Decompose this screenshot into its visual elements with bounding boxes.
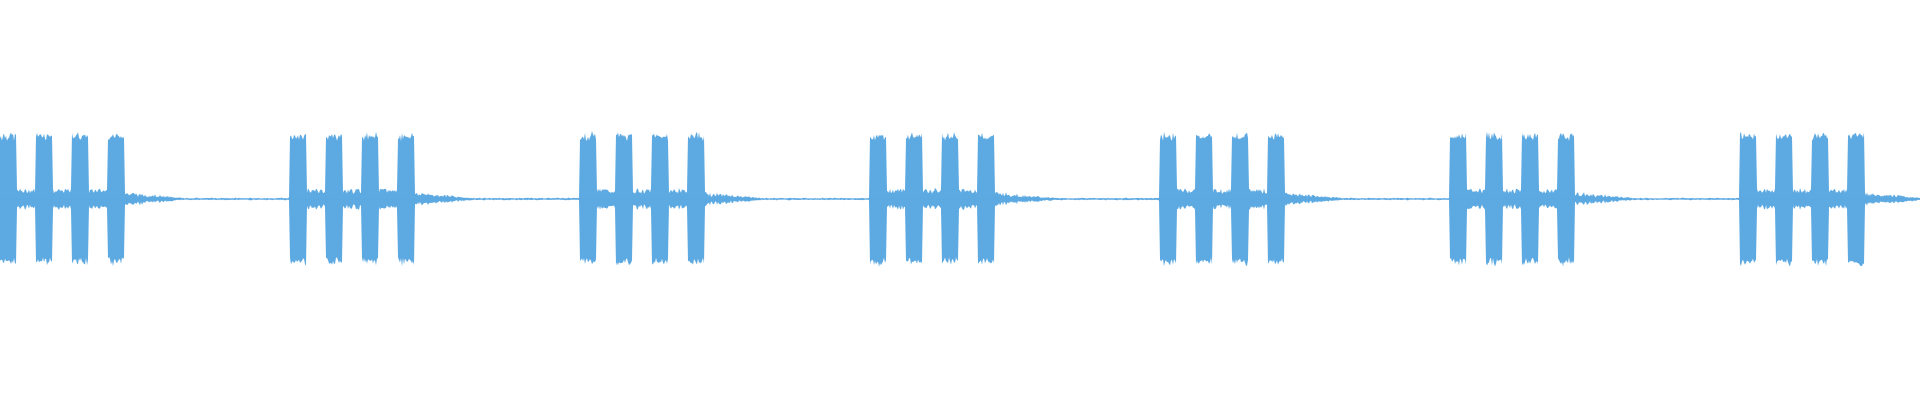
waveform-bars bbox=[0, 131, 1920, 267]
